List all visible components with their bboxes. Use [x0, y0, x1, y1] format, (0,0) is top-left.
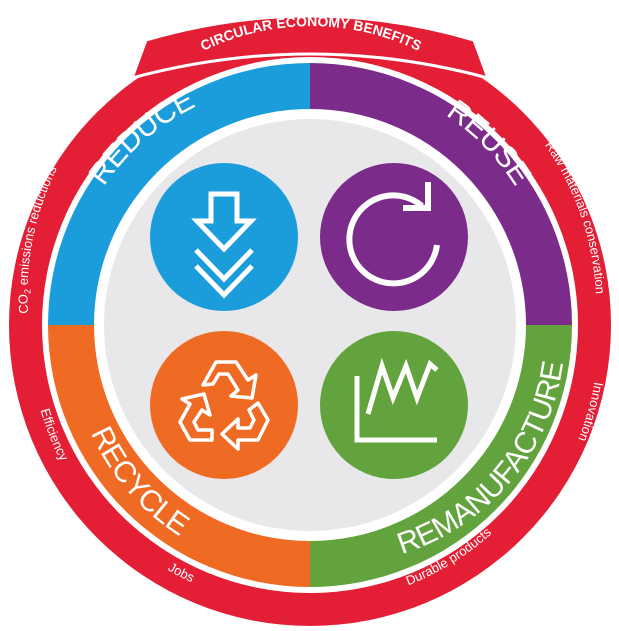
remanufacture-icon-group[interactable]	[320, 331, 468, 479]
banner: CIRCULAR ECONOMY BENEFITS	[129, 13, 491, 81]
banner-ribbon	[129, 14, 491, 81]
double-chevron-down-arrow-icon	[191, 191, 257, 299]
reduce-icon-circle	[150, 163, 298, 311]
recycle-icon-group[interactable]	[150, 331, 298, 479]
recycle-icon-circle	[150, 331, 298, 479]
recycle-arrows-icon	[178, 360, 270, 451]
remanufacture-icon-circle	[320, 331, 468, 479]
reuse-icon-group[interactable]	[320, 163, 468, 311]
reuse-icon-circle	[320, 163, 468, 311]
center-disc	[104, 119, 516, 531]
circular-arrow-icon	[346, 182, 440, 287]
sawtooth-graph-icon	[354, 357, 439, 443]
reduce-icon-group[interactable]	[150, 163, 298, 311]
